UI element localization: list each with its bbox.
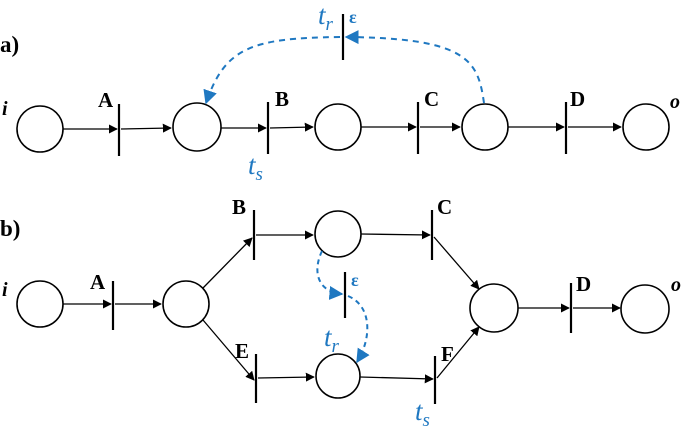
panel-b-redo-sub: r: [332, 336, 340, 357]
panel-a-place-o: [622, 103, 670, 151]
panel-b-label-B: B: [232, 195, 246, 219]
panel-b-place-join: [469, 283, 519, 333]
panel-a-redo-sub: r: [326, 14, 334, 35]
panel-a-label: a): [0, 32, 19, 57]
panel-b-redo-label: tr: [324, 322, 340, 357]
panel-a-arc-B-p2: [269, 122, 314, 132]
panel-a-redo-arc-p3-eps: [344, 30, 485, 104]
panel-b-input-label: i: [2, 279, 8, 301]
panel-a-label-A: A: [98, 88, 114, 112]
panel-b-output-label: o: [671, 274, 681, 296]
panel-b-skip-label: ts: [415, 396, 430, 429]
panel-a-place-p2: [314, 103, 362, 151]
panel-a-skip-t: t: [248, 150, 257, 180]
panel-a-redo-t: t: [318, 0, 327, 30]
panel-a-label-D: D: [570, 87, 585, 111]
panel-b-redo-t: t: [324, 322, 333, 352]
panel-a-arc-A-p1: [120, 123, 172, 133]
panel-b-place-p1: [162, 280, 210, 328]
panel-b-arc-C-join: [433, 236, 480, 290]
panel-b-label-epsilon: ε: [351, 270, 359, 290]
panel-b-redo-arc-top-eps: [316, 250, 344, 300]
panel-a-redo-arc-eps-p1: [203, 36, 341, 105]
panel-a-skip-sub: s: [256, 164, 263, 185]
panel-b-arc-F-join: [436, 326, 480, 379]
panel-a: a) i o A B C D ε tr ts: [0, 0, 680, 185]
panel-a-place-p1: [172, 102, 222, 152]
panel-b-place-bottom: [315, 353, 361, 399]
panel-a-place-i: [16, 105, 64, 153]
panel-b-arc-bottom-F: [359, 374, 434, 384]
panel-a-place-p3: [461, 103, 509, 151]
panel-b: b) i o A B C D E F ε tr ts: [0, 195, 681, 429]
panel-b-arc-p1-E: [202, 319, 255, 381]
panel-b-arc-E-bottom: [257, 372, 315, 382]
panel-b-arc-top-C: [360, 230, 431, 240]
panel-b-place-o: [620, 284, 670, 334]
panel-b-skip-t: t: [415, 396, 424, 426]
panel-b-label-A: A: [90, 270, 106, 294]
panel-b-place-top: [314, 210, 362, 258]
panel-a-skip-label: ts: [248, 150, 263, 185]
panel-b-label-C: C: [437, 195, 452, 219]
panel-a-redo-label: tr: [318, 0, 334, 35]
panel-b-place-i: [16, 280, 64, 328]
panel-b-redo-arc-eps-bottom: [347, 295, 370, 364]
panel-b-label-D: D: [576, 272, 591, 296]
panel-b-arc-p1-B: [202, 237, 253, 289]
panel-a-label-epsilon: ε: [349, 7, 357, 27]
panel-b-label: b): [0, 216, 20, 241]
panel-a-input-label: i: [2, 98, 8, 120]
panel-a-label-C: C: [424, 87, 439, 111]
panel-b-skip-sub: s: [423, 410, 430, 429]
panel-b-label-E: E: [235, 339, 249, 363]
panel-a-output-label: o: [670, 91, 680, 113]
panel-b-label-F: F: [441, 342, 454, 366]
panel-a-label-B: B: [275, 87, 289, 111]
